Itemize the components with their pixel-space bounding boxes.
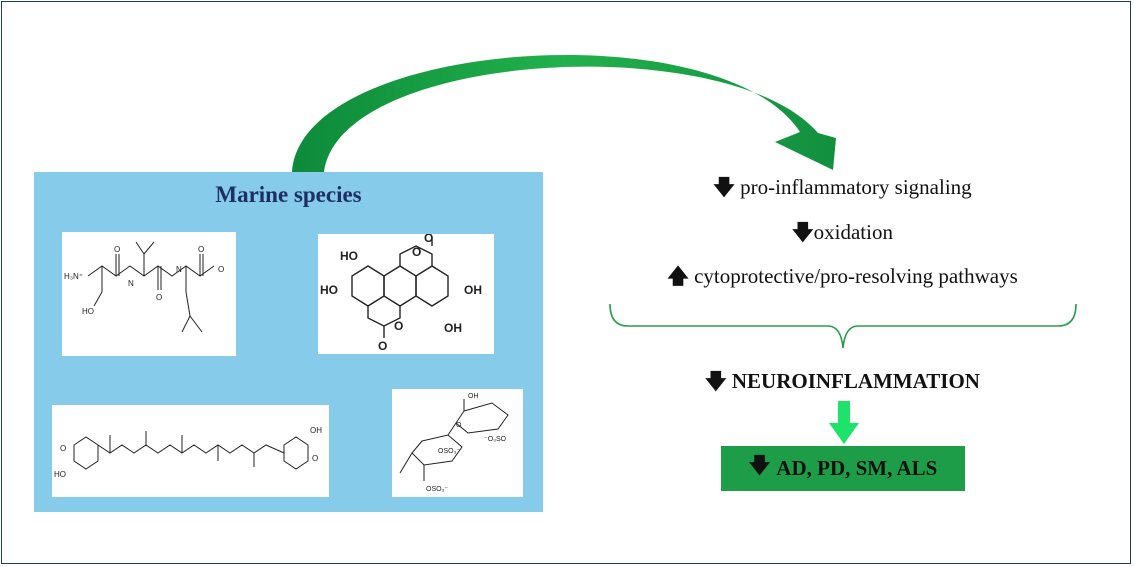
- effect-text: cytoprotective/pro-resolving pathways: [694, 264, 1018, 288]
- ellagic-oh3-label: OH: [464, 283, 482, 297]
- carotenoid-oh-label: OH: [310, 426, 322, 435]
- ellagic-oh4-label: OH: [444, 321, 462, 335]
- peptide-o4-label: O: [218, 265, 224, 274]
- peptide-oh-label: HO: [82, 307, 94, 316]
- grouping-brace: [609, 303, 1077, 349]
- down-arrow-icon: 🡇: [792, 220, 814, 244]
- ellagic-o4-label: O: [378, 339, 387, 353]
- carotenoid-o-left-label: O: [60, 444, 66, 453]
- effect-oxidation: 🡇oxidation: [600, 218, 1085, 253]
- ellagic-oh1-label: HO: [340, 249, 358, 263]
- peptide-o1-label: O: [114, 245, 120, 254]
- marine-title: Marine species: [215, 182, 362, 207]
- ellagic-o3-label: O: [394, 319, 403, 333]
- effect-text: pro-inflammatory signaling: [740, 175, 972, 199]
- neuroinflammation-text: NEUROINFLAMMATION: [731, 369, 980, 393]
- ellagic-o1-label: O: [424, 234, 433, 245]
- effect-cytoprotective: 🡅 cytoprotective/pro-resolving pathways: [600, 262, 1085, 297]
- carotenoid-o-right-label: O: [312, 454, 318, 463]
- peptide-o2-label: O: [156, 293, 162, 302]
- ellagic-o2-label: O: [412, 245, 421, 259]
- ellagic-acid-structure: HO HO OH OH O O O O: [318, 234, 494, 354]
- outcome-text: AD, PD, SM, ALS: [776, 456, 938, 480]
- marine-species-panel: Marine species H₃N⁺ HO N N O O O O: [34, 172, 543, 512]
- peptide-o3-label: O: [198, 245, 204, 254]
- peptide-n2-label: N: [176, 265, 182, 274]
- sulfated-polysaccharide-structure: OH OSO₃⁻ OSO₃⁻ ⁻O₃SO O: [392, 389, 523, 497]
- effect-text: oxidation: [813, 220, 893, 244]
- down-arrow-icon: 🡇: [748, 453, 771, 477]
- sulfated-oso3b-label: OSO₃⁻: [426, 486, 448, 493]
- peptide-n1-label: N: [128, 279, 134, 288]
- sulfated-oso3c-label: ⁻O₃SO: [484, 436, 507, 443]
- carotenoid-ho-label: HO: [54, 470, 66, 479]
- sulfated-o-label: O: [456, 422, 462, 429]
- neuroinflammation-label: 🡇 NEUROINFLAMMATION: [600, 367, 1085, 402]
- effect-pro-inflammatory: 🡇 pro-inflammatory signaling: [600, 173, 1085, 208]
- green-down-arrow-icon: [829, 401, 859, 444]
- peptide-amine-label: H₃N⁺: [64, 272, 83, 281]
- up-arrow-icon: 🡅: [667, 264, 689, 288]
- sulfated-oh-label: OH: [468, 393, 479, 400]
- outcome-box: 🡇 AD, PD, SM, ALS: [721, 446, 965, 491]
- sulfated-oso3a-label: OSO₃⁻: [438, 448, 460, 455]
- carotenoid-structure: HO OH O O: [52, 405, 329, 497]
- ellagic-oh2-label: HO: [320, 283, 338, 297]
- peptide-structure: H₃N⁺ HO N N O O O O: [62, 232, 236, 356]
- down-arrow-icon: 🡇: [705, 369, 727, 393]
- down-arrow-icon: 🡇: [713, 175, 735, 199]
